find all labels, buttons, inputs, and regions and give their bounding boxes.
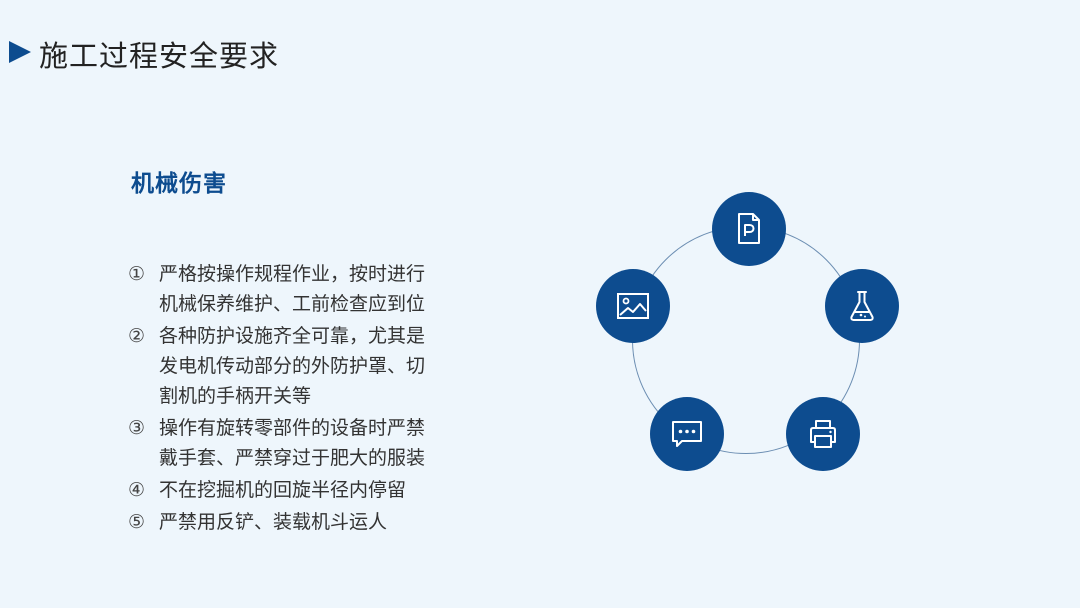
requirement-item-5: ⑤ 严禁用反铲、装载机斗运人 <box>128 507 458 537</box>
requirement-number: ⑤ <box>128 511 146 533</box>
requirement-text: 严格按操作规程作业，按时进行 机械保养维护、工前检查应到位 <box>159 259 425 319</box>
requirement-line: 割机的手柄开关等 <box>159 385 312 407</box>
requirement-item-4: ④ 不在挖掘机的回旋半径内停留 <box>128 475 458 505</box>
requirement-number: ② <box>128 325 146 347</box>
requirement-text: 各种防护设施齐全可靠，尤其是 发电机传动部分的外防护罩、切 割机的手柄开关等 <box>159 321 425 411</box>
requirement-line: 发电机传动部分的外防护罩、切 <box>159 355 426 377</box>
requirement-text: 操作有旋转零部件的设备时严禁 戴手套、严禁穿过于肥大的服装 <box>159 413 425 473</box>
requirement-item-2: ② 各种防护设施齐全可靠，尤其是 发电机传动部分的外防护罩、切 割机的手柄开关等 <box>128 321 458 411</box>
requirement-line: 不在挖掘机的回旋半径内停留 <box>159 479 407 501</box>
document-node <box>712 192 786 266</box>
requirement-text: 不在挖掘机的回旋半径内停留 <box>159 475 406 505</box>
section-title: 机械伤害 <box>131 171 227 197</box>
document-p-icon <box>738 213 760 244</box>
printer-node <box>786 397 860 471</box>
page-title: 施工过程安全要求 <box>39 39 280 73</box>
requirement-number: ③ <box>128 417 146 439</box>
image-icon <box>617 293 649 319</box>
printer-icon <box>810 420 836 448</box>
requirement-line: 机械保养维护、工前检查应到位 <box>159 293 426 315</box>
requirement-text: 严禁用反铲、装载机斗运人 <box>159 507 387 537</box>
chat-node <box>650 397 724 471</box>
requirement-line: 各种防护设施齐全可靠，尤其是 <box>159 325 426 347</box>
requirement-line: 严禁用反铲、装载机斗运人 <box>159 511 388 533</box>
requirement-item-1: ① 严格按操作规程作业，按时进行 机械保养维护、工前检查应到位 <box>128 259 458 319</box>
icon-ring-diagram <box>594 190 900 474</box>
requirement-number: ④ <box>128 479 146 501</box>
flask-icon <box>850 291 874 321</box>
title-marker-icon <box>9 41 31 63</box>
image-node <box>596 269 670 343</box>
requirement-line: 严格按操作规程作业，按时进行 <box>159 263 426 285</box>
chat-icon <box>672 421 702 447</box>
requirement-item-3: ③ 操作有旋转零部件的设备时严禁 戴手套、严禁穿过于肥大的服装 <box>128 413 458 473</box>
requirement-line: 戴手套、严禁穿过于肥大的服装 <box>159 447 426 469</box>
flask-node <box>825 269 899 343</box>
requirement-number: ① <box>128 263 146 285</box>
requirement-list: ① 严格按操作规程作业，按时进行 机械保养维护、工前检查应到位 ② 各种防护设施… <box>128 259 458 539</box>
requirement-line: 操作有旋转零部件的设备时严禁 <box>159 417 426 439</box>
